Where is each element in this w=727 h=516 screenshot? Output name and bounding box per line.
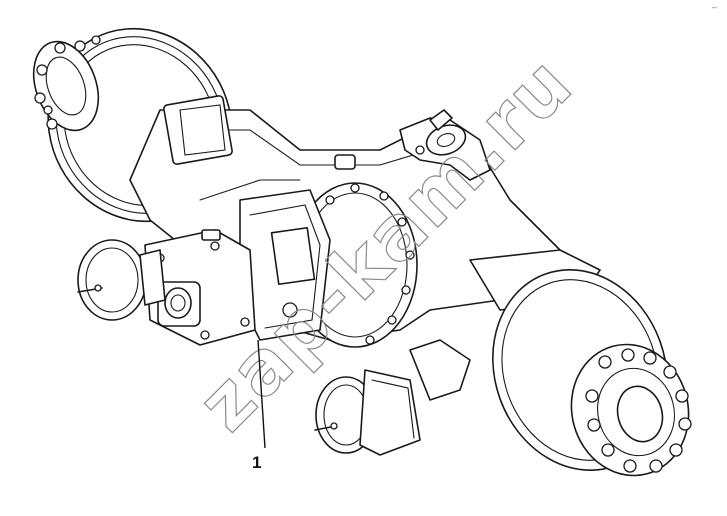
- left-brake-chamber: [77, 239, 166, 321]
- right-wheel-hub: [570, 343, 692, 477]
- callout-1-number: 1: [252, 453, 261, 472]
- callout-1-leader: [257, 339, 266, 449]
- callout-1: 1: [252, 339, 266, 472]
- corner-mark: –: [712, 2, 717, 12]
- right-brake-chamber: [314, 339, 471, 456]
- left-wheel-hub: [32, 35, 101, 132]
- differential-carrier: [239, 182, 418, 348]
- front-cover-housing: [144, 229, 256, 346]
- input-flange-yoke: [399, 109, 491, 181]
